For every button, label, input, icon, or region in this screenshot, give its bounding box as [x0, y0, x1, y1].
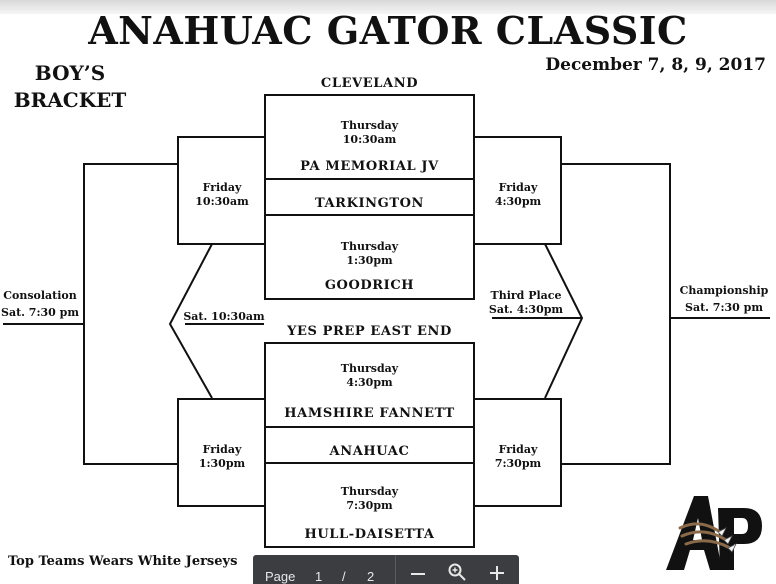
consolation-bracket: [83, 163, 178, 465]
third-place-time: Sat. 4:30pm: [488, 303, 564, 316]
friday-right-bottom-day: Friday: [498, 443, 538, 456]
friday-right-bottom-hour: 7:30pm: [494, 457, 542, 470]
consolation-label: Consolation Sat. 7:30 pm: [0, 289, 80, 320]
zoom-button[interactable]: [445, 561, 469, 583]
friday-left-bottom-day: Friday: [202, 443, 242, 456]
third-place-title: Third Place: [490, 289, 562, 302]
sat-1030-label: Sat. 10:30am: [183, 310, 265, 323]
team-pa-memorial-jv: PA MEMORIAL JV: [300, 159, 439, 174]
game-2-day: Thursday: [340, 240, 399, 253]
gator-claw-logo: [666, 496, 762, 570]
bracket-subtitle: BOY’S BRACKET: [10, 60, 130, 114]
friday-right-bottom-time: Friday 7:30pm: [474, 443, 562, 471]
viewer-top-edge: [0, 0, 776, 14]
game-2-box: [264, 214, 475, 300]
subtitle-line-2: BRACKET: [13, 88, 127, 112]
game-4-box: [264, 462, 475, 548]
game-3-hour: 4:30pm: [346, 376, 393, 389]
friday-right-top-time: Friday 4:30pm: [474, 181, 562, 209]
zoom-in-button[interactable]: [485, 561, 509, 583]
team-anahuac: ANAHUAC: [329, 444, 410, 459]
friday-left-top-hour: 10:30am: [195, 195, 249, 208]
game-4-hour: 7:30pm: [346, 499, 393, 512]
plus-icon: [490, 566, 504, 580]
team-goodrich: GOODRICH: [324, 278, 415, 293]
game-1-day: Thursday: [340, 119, 399, 132]
friday-left-top-time: Friday 10:30am: [178, 181, 266, 209]
magnifier-icon: [448, 563, 466, 581]
game-4-day: Thursday: [340, 485, 399, 498]
championship-time: Sat. 7:30 pm: [685, 301, 763, 314]
game-3-box: [264, 342, 475, 428]
third-place-label: Third Place Sat. 4:30pm: [485, 289, 567, 317]
page-separator: /: [342, 569, 346, 584]
friday-bottom-right-box: [473, 398, 562, 507]
subtitle-line-1: BOY’S: [34, 61, 106, 85]
game-1-box: [264, 94, 475, 180]
friday-top-left-box: [177, 136, 266, 245]
game-2-time: Thursday 1:30pm: [264, 240, 475, 268]
championship-bracket: [561, 163, 671, 465]
team-hull-daisetta: HULL-DAISETTA: [304, 527, 435, 542]
zoom-out-button[interactable]: [406, 561, 430, 583]
consolation-title: Consolation: [3, 289, 77, 302]
friday-left-bottom-time: Friday 1:30pm: [178, 443, 266, 471]
team-yes-prep-east-end: YES PREP EAST END: [287, 324, 452, 339]
left-diamond: [168, 243, 213, 399]
tournament-dates: December 7, 8, 9, 2017: [545, 55, 766, 75]
consolation-time: Sat. 7:30 pm: [1, 306, 79, 319]
page-title: ANAHUAC GATOR CLASSIC: [88, 8, 688, 53]
page-label: Page: [265, 569, 296, 584]
friday-right-top-hour: 4:30pm: [494, 195, 542, 208]
total-pages: 2: [367, 569, 375, 584]
current-page-input[interactable]: 1: [315, 569, 323, 584]
championship-title: Championship: [679, 284, 769, 297]
friday-right-top-day: Friday: [498, 181, 538, 194]
team-hamshire-fannett: HAMSHIRE FANNETT: [284, 406, 455, 421]
game-3-time: Thursday 4:30pm: [264, 362, 475, 390]
pdf-toolbar: Page 1 / 2: [253, 555, 519, 584]
friday-bottom-left-box: [177, 398, 266, 507]
game-4-time: Thursday 7:30pm: [264, 485, 475, 513]
right-diamond: [544, 243, 584, 399]
team-cleveland: CLEVELAND: [320, 76, 419, 91]
game-3-day: Thursday: [340, 362, 399, 375]
friday-left-bottom-hour: 1:30pm: [198, 457, 246, 470]
toolbar-divider: [395, 555, 396, 584]
jersey-note: Top Teams Wears White Jerseys: [8, 554, 238, 569]
game-1-time: Thursday 10:30am: [264, 119, 475, 147]
team-tarkington: TARKINGTON: [314, 196, 425, 211]
championship-label: Championship Sat. 7:30 pm: [676, 284, 772, 315]
friday-top-right-box: [473, 136, 562, 245]
minus-icon: [411, 573, 425, 575]
friday-left-top-day: Friday: [202, 181, 242, 194]
game-1-hour: 10:30am: [342, 133, 397, 146]
game-2-hour: 1:30pm: [346, 254, 393, 267]
